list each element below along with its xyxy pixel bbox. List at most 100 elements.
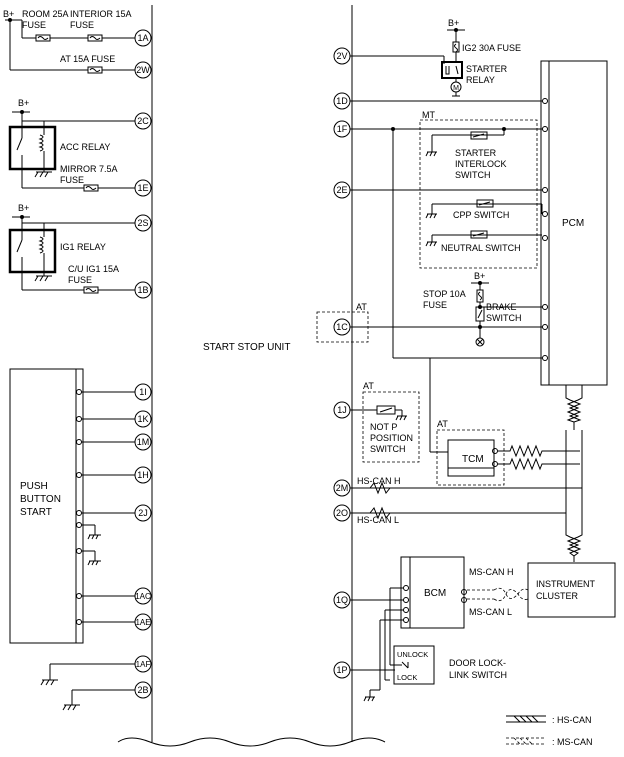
starter-relay-group: B+ IG2 30A FUSE STARTER RELAY M (350, 18, 542, 102)
cpp-switch-label: CPP SWITCH (453, 210, 509, 220)
svg-text:SWITCH: SWITCH (370, 444, 406, 454)
starter-relay-box (441, 61, 463, 79)
svg-text:1J: 1J (337, 405, 347, 415)
svg-text:SWITCH: SWITCH (486, 313, 522, 323)
starter-interlock-switch-icon (470, 131, 488, 140)
svg-text:BUTTON: BUTTON (20, 494, 61, 505)
pcm-group: PCM (540, 60, 608, 386)
svg-text:2S: 2S (137, 218, 148, 228)
pin-1AE: 1AE (134, 613, 152, 631)
ground-wires (40, 663, 135, 711)
cpp-switch-icon (476, 199, 494, 208)
brake-switch-group: B+ STOP 10A FUSE BRAKE SWITCH AT (316, 271, 542, 347)
mt-label: MT (422, 110, 435, 120)
svg-text:RELAY: RELAY (466, 75, 495, 85)
pin-2M: 2M (333, 479, 351, 497)
svg-text:1AE: 1AE (135, 618, 150, 627)
svg-text:AT: AT (356, 302, 367, 312)
svg-text:M: M (453, 85, 459, 92)
svg-text:FUSE: FUSE (68, 275, 92, 285)
bcm-box (400, 556, 465, 629)
svg-text:1F: 1F (337, 124, 348, 134)
unlock-label: UNLOCK (397, 650, 428, 659)
svg-text:B+: B+ (474, 271, 485, 281)
svg-text:FUSE: FUSE (22, 20, 46, 30)
svg-text:1K: 1K (137, 414, 148, 424)
tcm-label: TCM (462, 454, 484, 465)
ig1-relay-group: B+ IG1 RELAY C/U IG1 15A FUSE (8, 203, 135, 294)
svg-text:2J: 2J (138, 508, 148, 518)
svg-text:1AC: 1AC (135, 592, 151, 601)
pin-1K: 1K (134, 410, 152, 428)
neutral-switch-icon (470, 230, 488, 239)
svg-text:2W: 2W (136, 65, 150, 75)
svg-text:PUSH: PUSH (20, 481, 48, 492)
push-button-start-group: PUSH BUTTON START (9, 368, 135, 644)
mt-switch-group: MT STARTER INTERLOCK SWITCH CPP SWITCH (350, 110, 543, 359)
ig1-relay-label: IG1 RELAY (60, 242, 106, 252)
hs-can-legend-icon (513, 715, 539, 723)
svg-text:LINK SWITCH: LINK SWITCH (449, 670, 507, 680)
bcm-group: BCM MS-CAN H MS-CAN L (350, 556, 529, 690)
svg-text:FUSE: FUSE (423, 300, 447, 310)
starter-relay-label-1: STARTER (466, 64, 508, 74)
svg-text:1M: 1M (137, 437, 150, 447)
ig2-fuse-icon (452, 41, 460, 53)
svg-text:AT: AT (437, 419, 448, 429)
svg-text:1B: 1B (137, 285, 148, 295)
svg-text:2M: 2M (336, 483, 349, 493)
svg-text:1D: 1D (336, 96, 348, 106)
stop-fuse-label: STOP 10A (423, 289, 466, 299)
pin-2V: 2V (333, 47, 351, 65)
pin-1F: 1F (333, 120, 351, 138)
svg-text:2O: 2O (336, 508, 348, 518)
pin-1H: 1H (134, 466, 152, 484)
pin-1AC: 1AC (134, 587, 152, 605)
pin-2E: 2E (333, 181, 351, 199)
right-pins: 2V 1D 1F 2E 1C 1J 2M 2O 1Q 1P (333, 47, 351, 679)
svg-text:1C: 1C (336, 322, 348, 332)
b-plus-label: B+ (3, 9, 14, 19)
brake-switch-label-1: BRAKE (486, 302, 517, 312)
svg-text:1A: 1A (137, 33, 148, 43)
pin-2B: 2B (134, 681, 152, 699)
pin-1D: 1D (333, 92, 351, 110)
svg-text:INTERLOCK: INTERLOCK (455, 159, 507, 169)
svg-text:INSTRUMENT: INSTRUMENT (536, 579, 595, 589)
pin-2S: 2S (134, 214, 152, 232)
svg-text:CLUSTER: CLUSTER (536, 591, 579, 601)
svg-text:2E: 2E (336, 185, 347, 195)
pin-1Q: 1Q (333, 591, 351, 609)
not-p-dashed-box (362, 391, 420, 463)
legend: : HS-CAN : MS-CAN (506, 715, 593, 747)
pin-1AF: 1AF (134, 655, 152, 673)
left-pins: 1A 2W 2C 1E 2S 1B 1I 1K 1M 1H 2J 1AC 1AE… (134, 29, 152, 699)
instrument-cluster-group: INSTRUMENT CLUSTER (527, 562, 616, 618)
tcm-group: AT TCM (429, 358, 580, 486)
svg-text:2B: 2B (137, 685, 148, 695)
legend-ms-can: : MS-CAN (552, 737, 593, 747)
pin-1I: 1I (134, 383, 152, 401)
hs-can-h-label: HS-CAN H (357, 476, 401, 486)
ms-can-legend-icon (513, 737, 533, 745)
acc-relay-box (8, 125, 57, 171)
svg-text:2V: 2V (336, 51, 347, 61)
svg-text:FUSE: FUSE (70, 20, 94, 30)
svg-text:1H: 1H (137, 470, 149, 480)
door-lock-switch-group: UNLOCK LOCK DOOR LOCK- LINK SWITCH (350, 645, 507, 702)
pin-2O: 2O (333, 504, 351, 522)
pin-2J: 2J (134, 504, 152, 522)
tcm-box (447, 439, 495, 477)
svg-text:FUSE: FUSE (60, 175, 84, 185)
pin-1B: 1B (134, 281, 152, 299)
svg-text:2C: 2C (137, 116, 149, 126)
pin-2W: 2W (134, 61, 152, 79)
push-button-start-box (9, 368, 84, 644)
ig1-relay-box (8, 228, 57, 274)
hs-can-l-label: HS-CAN L (357, 515, 399, 525)
svg-text:B+: B+ (18, 203, 29, 213)
ms-can-l-label: MS-CAN L (469, 607, 512, 617)
svg-text:NOT P: NOT P (370, 422, 397, 432)
at-fuse-label: AT 15A FUSE (60, 54, 115, 64)
